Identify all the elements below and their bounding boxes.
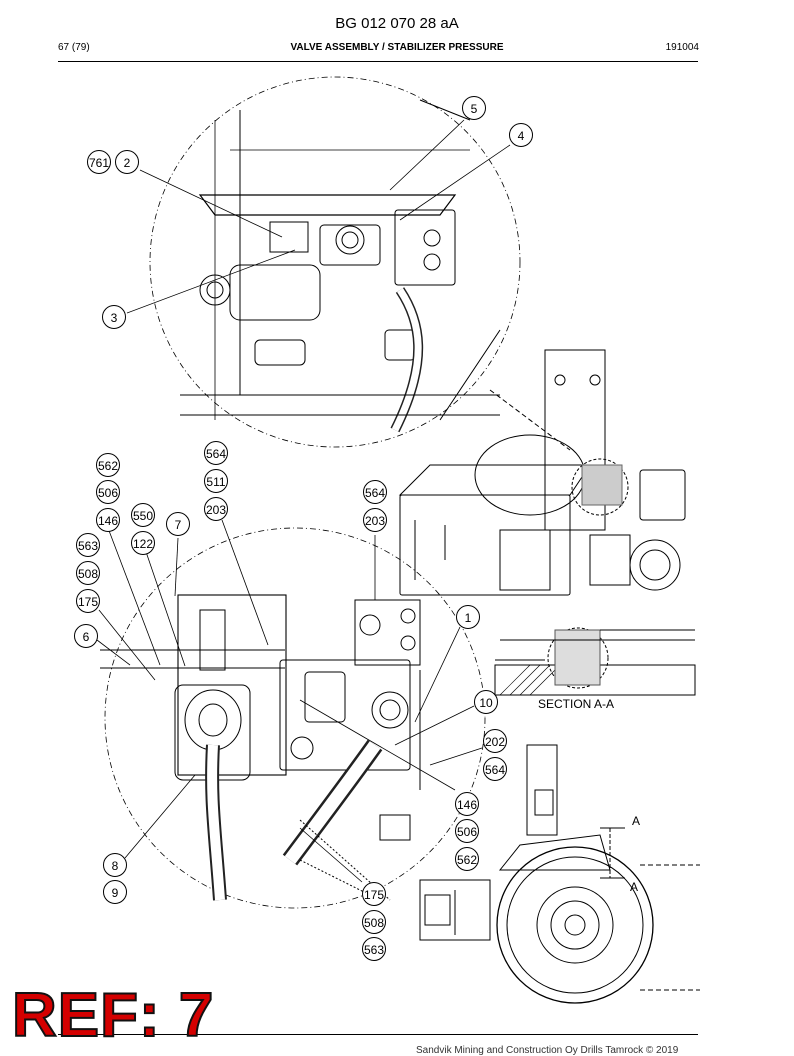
callout-175-top: 175 xyxy=(76,589,100,613)
section-label: SECTION A-A xyxy=(538,697,615,711)
footer-copyright: Sandvik Mining and Construction Oy Drill… xyxy=(416,1045,679,1056)
page-title: VALVE ASSEMBLY / STABILIZER PRESSURE xyxy=(290,42,504,53)
page-number: 67 (79) xyxy=(58,42,90,53)
ref-stamp: REF: 7 xyxy=(11,981,215,1050)
footer-rule xyxy=(58,1034,698,1035)
callout-4: 4 xyxy=(509,123,533,147)
document-date: 191004 xyxy=(665,42,699,53)
callout-761: 761 xyxy=(87,150,111,174)
callout-511: 511 xyxy=(204,469,228,493)
callout-146-top: 146 xyxy=(96,508,120,532)
callout-2: 2 xyxy=(115,150,139,174)
callout-550: 550 xyxy=(131,503,155,527)
callout-9: 9 xyxy=(103,880,127,904)
callout-562-top: 562 xyxy=(96,453,120,477)
callout-506-bottom: 506 xyxy=(455,819,479,843)
callout-8: 8 xyxy=(103,853,127,877)
callout-10: 10 xyxy=(474,690,498,714)
callout-508-bottom: 508 xyxy=(362,910,386,934)
callout-562-bottom: 562 xyxy=(455,847,479,871)
callout-564-top: 564 xyxy=(204,441,228,465)
callout-203-left: 203 xyxy=(204,497,228,521)
callout-203-right: 203 xyxy=(363,508,387,532)
header-rule xyxy=(58,61,698,62)
callout-7: 7 xyxy=(166,512,190,536)
section-mark-a-bottom: A xyxy=(630,880,639,894)
callout-563-bottom: 563 xyxy=(362,937,386,961)
callout-202: 202 xyxy=(483,729,507,753)
callout-508-top: 508 xyxy=(76,561,100,585)
callout-5: 5 xyxy=(462,96,486,120)
callout-146-bottom: 146 xyxy=(455,792,479,816)
callout-506-top: 506 xyxy=(96,480,120,504)
callout-563-top: 563 xyxy=(76,533,100,557)
callout-3: 3 xyxy=(102,305,126,329)
section-mark-a-top: A xyxy=(632,814,641,828)
callout-122: 122 xyxy=(131,531,155,555)
detail-circle-upper xyxy=(149,76,521,448)
callout-175-bottom: 175 xyxy=(362,882,386,906)
callout-564-bottom: 564 xyxy=(483,757,507,781)
detail-circle-lower xyxy=(104,527,486,909)
callout-6: 6 xyxy=(74,624,98,648)
callout-564-right: 564 xyxy=(363,480,387,504)
document-number: BG 012 070 28 aA xyxy=(335,15,459,32)
callout-1: 1 xyxy=(456,605,480,629)
